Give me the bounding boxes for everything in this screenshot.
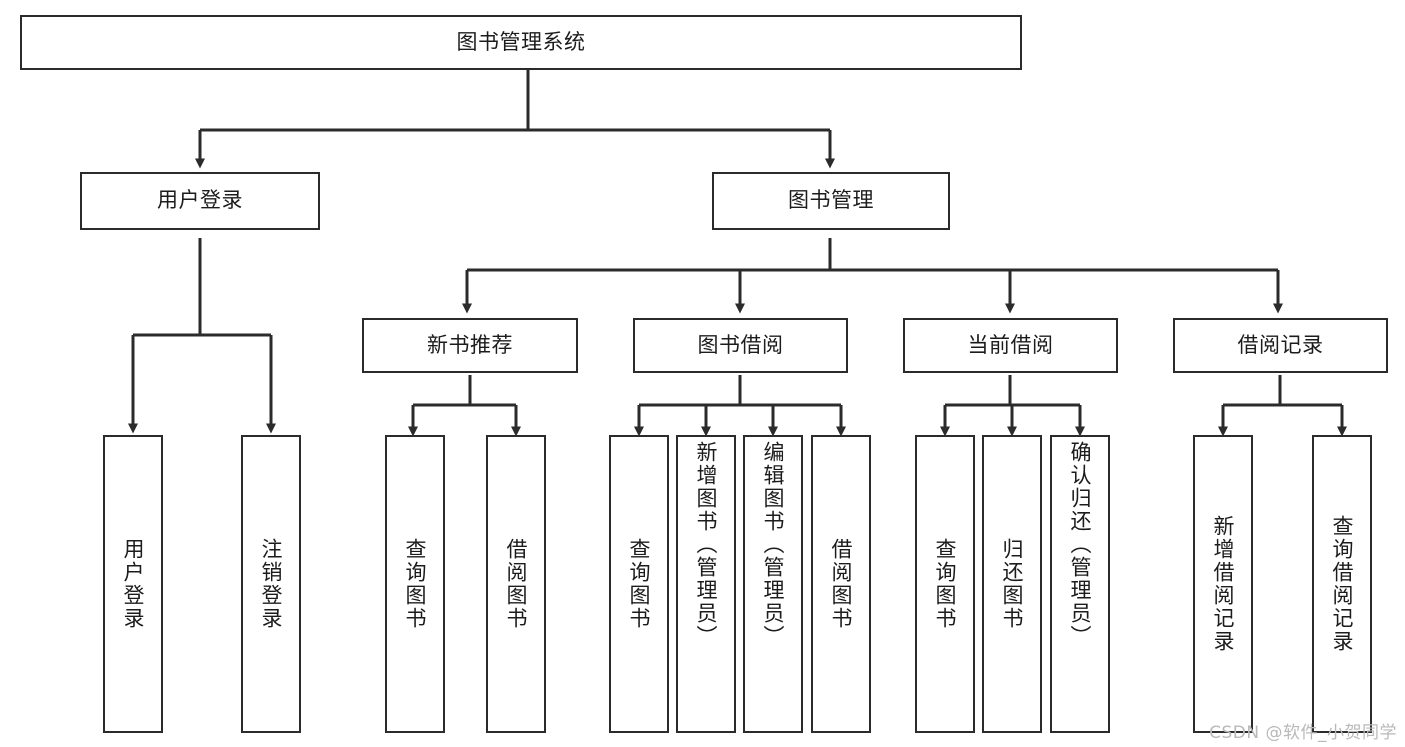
node-label: 注销登录 bbox=[259, 538, 283, 630]
node-label: 归还图书 bbox=[1000, 538, 1024, 630]
node-label: 图书借阅 bbox=[697, 332, 784, 357]
node-leaf-add-book-admin[interactable]: 新增图书（管理员） bbox=[676, 435, 736, 733]
node-label: 用户登录 bbox=[157, 188, 243, 213]
node-user-login[interactable]: 用户登录 bbox=[80, 172, 320, 230]
node-label: 新增借阅记录 bbox=[1211, 515, 1235, 653]
node-label: 查询图书 bbox=[403, 538, 427, 630]
node-label: 图书管理 bbox=[788, 188, 874, 213]
node-label: 查询借阅记录 bbox=[1330, 515, 1354, 653]
node-leaf-logout[interactable]: 注销登录 bbox=[241, 435, 301, 733]
node-root-book-management-system[interactable]: 图书管理系统 bbox=[20, 15, 1022, 70]
node-label: 图书管理系统 bbox=[456, 29, 586, 54]
node-book-borrow[interactable]: 图书借阅 bbox=[633, 318, 848, 373]
node-label: 编辑图书（管理员） bbox=[761, 441, 785, 648]
node-label: 确认归还（管理员） bbox=[1068, 441, 1092, 648]
node-leaf-query-book-current[interactable]: 查询图书 bbox=[915, 435, 975, 733]
node-label: 新增图书（管理员） bbox=[694, 441, 718, 648]
node-leaf-query-borrow-record[interactable]: 查询借阅记录 bbox=[1312, 435, 1372, 733]
node-label: 新书推荐 bbox=[427, 332, 513, 357]
node-leaf-confirm-return-admin[interactable]: 确认归还（管理员） bbox=[1050, 435, 1110, 733]
node-leaf-user-login[interactable]: 用户登录 bbox=[103, 435, 163, 733]
node-label: 查询图书 bbox=[933, 538, 957, 630]
node-leaf-return-book[interactable]: 归还图书 bbox=[982, 435, 1042, 733]
node-label: 当前借阅 bbox=[967, 332, 1054, 357]
node-leaf-add-borrow-record[interactable]: 新增借阅记录 bbox=[1193, 435, 1253, 733]
node-borrow-record[interactable]: 借阅记录 bbox=[1173, 318, 1388, 373]
node-label: 借阅记录 bbox=[1237, 332, 1324, 357]
watermark-text: CSDN @软件_小贺同学 bbox=[1209, 723, 1397, 743]
node-leaf-query-book-recommend[interactable]: 查询图书 bbox=[385, 435, 445, 733]
node-leaf-query-book-borrow[interactable]: 查询图书 bbox=[609, 435, 669, 733]
node-leaf-edit-book-admin[interactable]: 编辑图书（管理员） bbox=[743, 435, 803, 733]
node-label: 借阅图书 bbox=[829, 538, 853, 630]
node-book-management[interactable]: 图书管理 bbox=[712, 172, 950, 230]
node-current-borrow[interactable]: 当前借阅 bbox=[903, 318, 1118, 373]
node-label: 用户登录 bbox=[121, 538, 145, 630]
node-leaf-borrow-book-recommend[interactable]: 借阅图书 bbox=[486, 435, 546, 733]
node-label: 查询图书 bbox=[627, 538, 651, 630]
node-leaf-borrow-book[interactable]: 借阅图书 bbox=[811, 435, 871, 733]
node-label: 借阅图书 bbox=[504, 538, 528, 630]
node-new-book-recommend[interactable]: 新书推荐 bbox=[362, 318, 578, 373]
